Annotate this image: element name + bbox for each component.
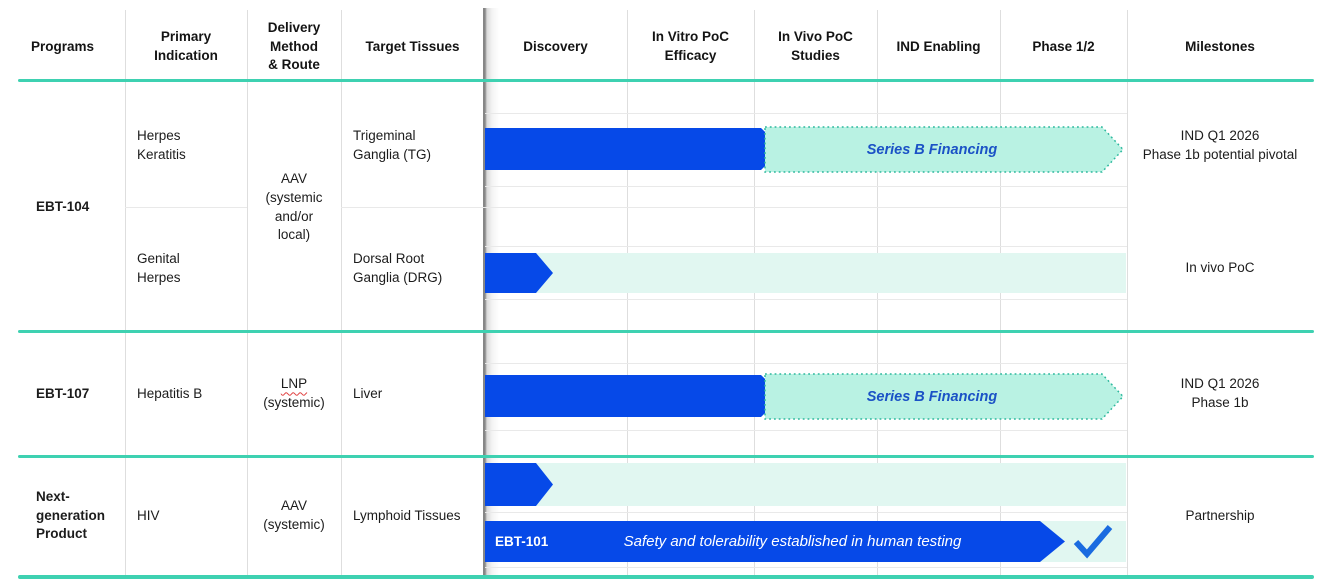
milestone-ebt107: IND Q1 2026 Phase 1b — [1180, 376, 1260, 410]
column-divider — [754, 10, 755, 576]
tissue-liver: Liver — [353, 385, 383, 401]
column-divider — [1127, 10, 1128, 576]
section-divider — [18, 330, 1314, 333]
program-name-ebt104: EBT-104 — [36, 199, 90, 215]
tissue-trigeminal-ganglia: Trigeminal Ganglia (TG) — [353, 128, 432, 162]
band-gridline — [485, 113, 1127, 114]
band-gridline — [485, 246, 1127, 247]
indication-hiv: HIV — [137, 507, 160, 523]
delivery-nextgen: AAV (systemic) — [249, 457, 339, 575]
band-gridline — [485, 512, 1127, 513]
tissue-lymphoid-tissues: Lymphoid Tissues — [353, 507, 461, 523]
section-divider — [18, 575, 1314, 579]
header-invitro-poc: In Vitro PoC Efficacy — [651, 29, 729, 63]
header-phase-12: Phase 1/2 — [1032, 38, 1095, 54]
financing-label: Series B Financing — [866, 388, 998, 405]
row-divider — [125, 207, 247, 208]
row-divider — [341, 207, 1127, 208]
column-divider — [877, 10, 878, 576]
column-divider — [247, 10, 248, 576]
indication-hepatitis-b: Hepatitis B — [137, 385, 203, 401]
delivery-main: AAV — [280, 498, 307, 514]
band-gridline — [485, 299, 1127, 300]
financing-arrow-shape — [764, 126, 1124, 173]
progress-bar-ebt107 — [485, 375, 783, 417]
header-ind-enabling: IND Enabling — [896, 38, 981, 54]
milestone-ebt104-tg: IND Q1 2026 Phase 1b potential pivotal — [1142, 128, 1298, 162]
delivery-sub: (systemic and/or local) — [265, 189, 323, 243]
header-invivo-poc: In Vivo PoC Studies — [778, 29, 853, 63]
phase-track-nextgen — [485, 463, 1126, 506]
ebt101-label: EBT-101 — [495, 534, 549, 549]
progress-bar-ebt101: EBT-101 Safety and tolerability establis… — [485, 521, 1065, 562]
program-name-ebt107: EBT-107 — [36, 385, 90, 401]
delivery-main: LNP — [280, 376, 308, 392]
band-gridline — [485, 186, 1127, 187]
column-divider — [125, 10, 126, 576]
header-primary-indication: Primary Indication — [154, 29, 218, 63]
delivery-sub: (systemic) — [263, 517, 325, 532]
band-gridline — [485, 363, 1127, 364]
series-b-financing-arrow: Series B Financing — [764, 373, 1124, 420]
header-target-tissues: Target Tissues — [365, 38, 460, 54]
column-divider — [341, 10, 342, 576]
delivery-ebt107: LNP (systemic) — [249, 333, 339, 455]
tissue-dorsal-root-ganglia: Dorsal Root Ganglia (DRG) — [353, 250, 443, 285]
financing-label: Series B Financing — [866, 141, 998, 158]
header-programs: Programs — [30, 38, 95, 54]
indication-herpes-keratitis: Herpes Keratitis — [137, 128, 186, 162]
delivery-sub: (systemic) — [263, 395, 325, 410]
section-divider — [18, 79, 1314, 82]
indication-genital-herpes: Genital Herpes — [137, 250, 181, 285]
delivery-ebt104: AAV (systemic and/or local) — [249, 85, 339, 330]
header-discovery: Discovery — [523, 38, 588, 54]
series-b-financing-arrow: Series B Financing — [764, 126, 1124, 173]
delivery-main: AAV — [280, 171, 307, 187]
column-divider — [1000, 10, 1001, 576]
band-gridline — [485, 430, 1127, 431]
milestone-ebt104-drg: In vivo PoC — [1185, 260, 1255, 276]
check-icon — [1073, 525, 1113, 559]
progress-bar-ebt104-tg — [485, 128, 783, 170]
column-divider — [627, 10, 628, 576]
phase-track-ebt104-drg — [485, 253, 1126, 293]
section-divider — [18, 455, 1314, 458]
band-gridline — [485, 567, 1127, 568]
program-name-nextgen: Next- generation Product — [36, 489, 106, 542]
milestone-nextgen: Partnership — [1185, 507, 1255, 523]
ebt101-annotation: Safety and tolerability established in h… — [623, 533, 962, 550]
financing-arrow-shape — [764, 373, 1124, 420]
header-delivery-method: Delivery Method & Route — [267, 20, 321, 73]
header-milestones: Milestones — [1185, 38, 1255, 54]
